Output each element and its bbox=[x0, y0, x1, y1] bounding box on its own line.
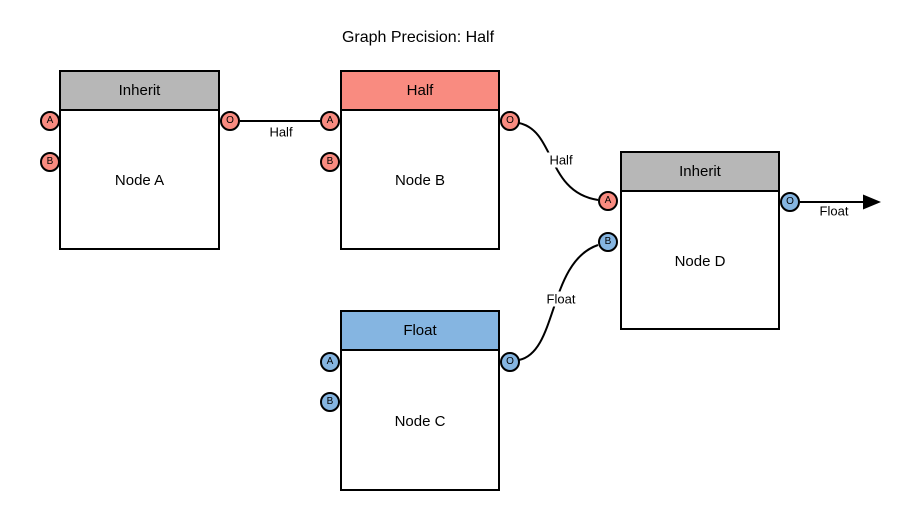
arrowhead-icon bbox=[863, 194, 881, 210]
node-a-name: Node A bbox=[114, 172, 165, 189]
port-letter: A bbox=[326, 356, 334, 367]
node-b-body: Node B bbox=[342, 113, 498, 248]
node-d-port-o: O bbox=[780, 192, 800, 212]
node-d-body: Node D bbox=[622, 194, 778, 328]
node-b-precision-label: Half bbox=[406, 82, 434, 99]
port-letter: O bbox=[786, 196, 794, 207]
port-letter: A bbox=[326, 115, 334, 126]
node-b-port-a: A bbox=[320, 111, 340, 131]
port-letter: B bbox=[46, 156, 54, 167]
port-letter: B bbox=[326, 396, 334, 407]
port-letter: O bbox=[506, 115, 514, 126]
node-d-name: Node D bbox=[674, 252, 726, 270]
wire-label-b-to-d: Half bbox=[547, 152, 575, 168]
diagram-title: Graph Precision: Half bbox=[341, 29, 495, 46]
node-c-port-a: A bbox=[320, 352, 340, 372]
wire-label-a-to-b: Half bbox=[267, 124, 295, 140]
node-a-port-a: A bbox=[40, 111, 60, 131]
node-b-port-o: O bbox=[500, 111, 520, 131]
node-d-precision-header: Inherit bbox=[622, 153, 778, 192]
node-a-body: Node A bbox=[61, 113, 218, 248]
port-letter: A bbox=[46, 115, 54, 126]
node-a-precision-header: Inherit bbox=[61, 72, 218, 111]
wire-label-c-to-d: Float bbox=[544, 291, 578, 307]
node-c-name: Node C bbox=[394, 412, 446, 430]
port-letter: B bbox=[326, 156, 334, 167]
port-letter: B bbox=[604, 236, 612, 247]
node-c-port-b: B bbox=[320, 392, 340, 412]
node-c-port-o: O bbox=[500, 352, 520, 372]
node-b-port-b: B bbox=[320, 152, 340, 172]
port-letter: A bbox=[604, 195, 612, 206]
port-letter: O bbox=[226, 115, 234, 126]
node-a: Inherit Node A bbox=[59, 70, 220, 250]
node-a-port-b: B bbox=[40, 152, 60, 172]
node-d-port-a: A bbox=[598, 191, 618, 211]
node-d-port-b: B bbox=[598, 232, 618, 252]
wire-label-output: Float bbox=[819, 203, 849, 219]
node-d: Inherit Node D bbox=[620, 151, 780, 330]
node-a-port-o: O bbox=[220, 111, 240, 131]
node-c-body: Node C bbox=[342, 353, 498, 489]
node-b-precision-header: Half bbox=[342, 72, 498, 111]
node-d-precision-label: Inherit bbox=[679, 163, 721, 180]
node-a-precision-label: Inherit bbox=[118, 82, 161, 99]
node-c-precision-header: Float bbox=[342, 312, 498, 351]
port-letter: O bbox=[506, 356, 514, 367]
node-c: Float Node C bbox=[340, 310, 500, 491]
node-c-precision-label: Float bbox=[403, 322, 437, 339]
node-b: Half Node B bbox=[340, 70, 500, 250]
node-b-name: Node B bbox=[394, 172, 446, 189]
